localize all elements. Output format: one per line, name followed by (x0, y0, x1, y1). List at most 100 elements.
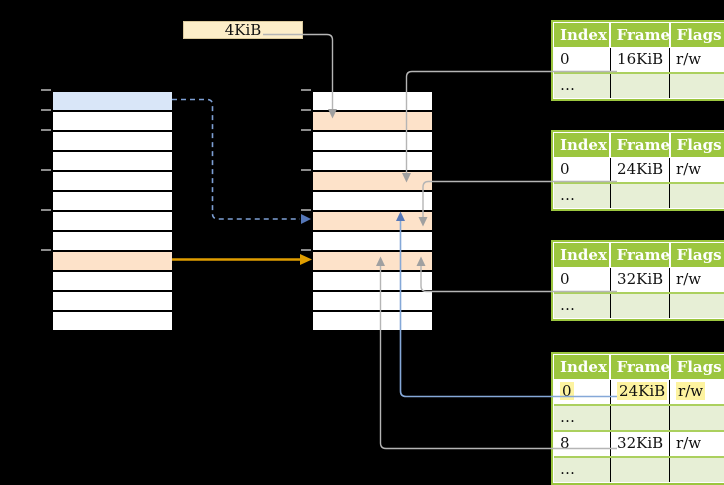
table-cell: 32KiB (610, 432, 670, 456)
level1-table-16k-row-1: … (554, 72, 724, 98)
physical-memory-cell-0 (313, 90, 432, 110)
page-size-label: 4KiB (183, 21, 303, 39)
level2-table-row-1: … (554, 404, 724, 430)
highlighted-value: 24KiB (617, 382, 668, 400)
table-cell (669, 294, 724, 318)
table-cell: … (554, 406, 611, 430)
virtual-memory-cell-5 (53, 190, 172, 210)
physical-memory-cell-2 (313, 130, 432, 150)
arrow-virtual-blue-translation (172, 98, 300, 220)
virtual-memory-cell-9 (53, 270, 172, 290)
table-cell (669, 184, 724, 208)
physical-memory-cell-5 (313, 190, 432, 210)
physical-memory-cell-1 (313, 110, 432, 130)
table-cell: r/w (669, 268, 724, 292)
table-header-cell-index: Index (554, 23, 609, 47)
tick-mark (301, 129, 311, 131)
table-cell (610, 406, 670, 430)
table-header-cell-frame: Frame (608, 23, 670, 47)
table-cell: r/w (669, 380, 724, 404)
virtual-memory-cell-8 (53, 250, 172, 270)
table-cell (669, 458, 724, 482)
table-cell (610, 458, 670, 482)
table-cell: 8 (554, 432, 611, 456)
arrow-virtual-blue-head-icon (301, 214, 311, 224)
physical-memory-cell-9 (313, 270, 432, 290)
table-cell: 24KiB (610, 158, 670, 182)
level1-table-24k-row-1: … (554, 182, 724, 208)
tick-mark (301, 249, 311, 251)
table-cell: r/w (669, 158, 724, 182)
table-cell: 0 (554, 268, 611, 292)
tick-mark (301, 89, 311, 91)
virtual-memory-cell-4 (53, 170, 172, 190)
table-cell: … (554, 74, 611, 98)
physical-memory-cell-10 (313, 290, 432, 310)
table-header-cell-flags: Flags (668, 23, 724, 47)
tick-mark (41, 89, 51, 91)
virtual-memory-column (53, 90, 172, 330)
table-cell (669, 74, 724, 98)
level2-table-row-0: 0 24KiB r/w (554, 380, 724, 404)
tick-mark (41, 209, 51, 211)
table-cell: r/w (669, 432, 724, 456)
table-cell: 16KiB (610, 48, 670, 72)
table-header-cell-flags: Flags (668, 355, 724, 379)
table-cell: 32KiB (610, 268, 670, 292)
table-cell (669, 406, 724, 430)
tick-mark (41, 249, 51, 251)
table-header-cell-frame: Frame (608, 355, 670, 379)
table-cell: 0 (554, 380, 611, 404)
table-header-cell-flags: Flags (668, 133, 724, 157)
arrow-virtual-orange-head-icon (300, 254, 312, 265)
tick-mark (301, 169, 311, 171)
physical-memory-cell-11 (313, 310, 432, 330)
table-cell: … (554, 184, 611, 208)
virtual-memory-cell-3 (53, 150, 172, 170)
table-cell: 0 (554, 48, 611, 72)
table-cell (610, 184, 670, 208)
table-cell: r/w (669, 48, 724, 72)
highlighted-value: r/w (676, 382, 706, 400)
virtual-memory-cell-7 (53, 230, 172, 250)
physical-memory-cell-7 (313, 230, 432, 250)
tick-mark (41, 129, 51, 131)
physical-memory-cell-4 (313, 170, 432, 190)
table-cell (610, 74, 670, 98)
table-header-cell-frame: Frame (608, 133, 670, 157)
level1-table-32k-row-1: … (554, 292, 724, 318)
table-header-cell-flags: Flags (668, 243, 724, 267)
virtual-memory-cell-1 (53, 110, 172, 130)
table-header-cell-frame: Frame (608, 243, 670, 267)
page-size-text: 4KiB (224, 21, 262, 39)
virtual-memory-cell-10 (53, 290, 172, 310)
table-header-cell-index: Index (554, 355, 609, 379)
tick-mark (301, 109, 311, 111)
table-header-cell-index: Index (554, 133, 609, 157)
tick-mark (41, 109, 51, 111)
table-cell: … (554, 294, 611, 318)
virtual-memory-cell-0 (53, 90, 172, 110)
table-cell (610, 294, 670, 318)
table-cell: 24KiB (610, 380, 670, 404)
physical-memory-column (313, 90, 432, 330)
level2-table-row-3: … (554, 456, 724, 482)
virtual-memory-cell-6 (53, 210, 172, 230)
physical-memory-cell-8 (313, 250, 432, 270)
physical-memory-cell-3 (313, 150, 432, 170)
highlighted-value: 0 (560, 382, 574, 400)
table-header-cell-index: Index (554, 243, 609, 267)
physical-memory-cell-6 (313, 210, 432, 230)
table-cell: 0 (554, 158, 611, 182)
